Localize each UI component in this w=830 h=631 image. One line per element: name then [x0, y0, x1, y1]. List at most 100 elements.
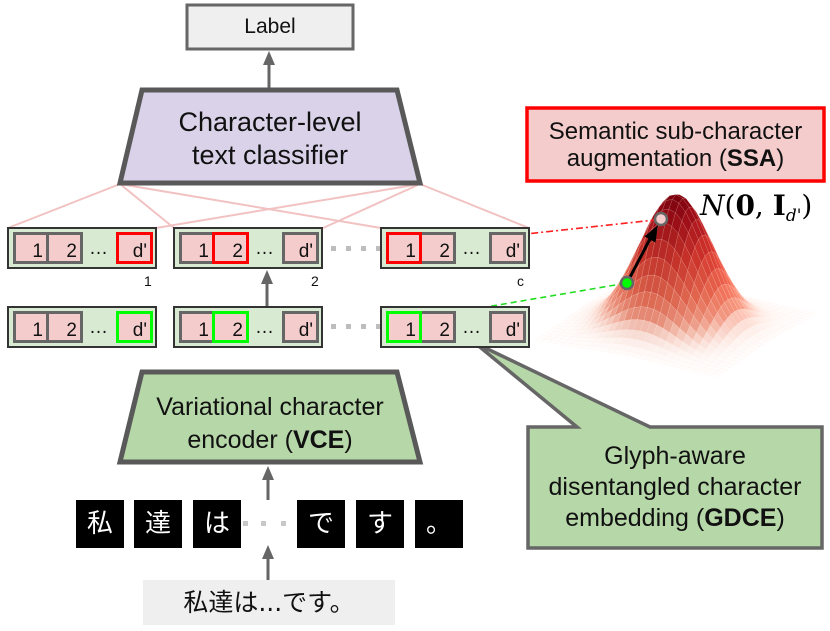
gaussian-surface-patch [555, 322, 568, 327]
gaussian-surface-patch [744, 298, 755, 302]
embedding-cell: 1 [13, 311, 49, 343]
gaussian-surface-patch [768, 320, 780, 326]
gaussian-surface-patch [754, 323, 766, 331]
gaussian-surface-patch [766, 307, 779, 312]
ellipsis: … [255, 238, 274, 259]
gaussian-surface-patch [577, 306, 589, 311]
gaussian-surface-patch [577, 333, 589, 338]
gaussian-surface-patch [639, 340, 650, 350]
gaussian-surface-patch [677, 365, 689, 371]
gaussian-surface-patch [763, 334, 775, 341]
gaussian-surface-patch [655, 353, 666, 361]
gaussian-surface-patch [570, 311, 582, 316]
gaussian-surface-patch [668, 357, 679, 364]
gaussian-surface-patch [582, 312, 594, 321]
connection-line [7, 183, 121, 229]
gaussian-surface-patch [744, 298, 755, 304]
character-glyph-image: で [297, 500, 345, 548]
arrow-head [261, 270, 273, 284]
gaussian-surface-patch [577, 340, 589, 346]
gaussian-surface-patch [606, 337, 618, 344]
gaussian-surface-patch [678, 355, 690, 363]
gaussian-surface-patch [779, 310, 791, 316]
gaussian-surface-patch [594, 299, 605, 306]
gaussian-surface-patch [729, 341, 741, 350]
gaussian-surface-patch [622, 344, 634, 352]
gaussian-surface-patch [704, 356, 716, 363]
gaussian-surface-patch [738, 351, 750, 358]
gaussian-surface-patch [616, 343, 627, 351]
gaussian-surface-patch [756, 308, 768, 313]
gaussian-surface-patch [768, 315, 781, 320]
arrow-head [263, 51, 275, 65]
cell-index: d' [132, 241, 147, 262]
gaussian-surface-patch [712, 348, 723, 357]
classifier-trapezoid [116, 87, 424, 186]
gaussian-surface-patch [570, 340, 582, 345]
character-glyph-image: は [193, 500, 241, 548]
vce-acronym: VCE [292, 426, 345, 454]
gaussian-surface-patch [551, 331, 563, 336]
gaussian-surface-patch [560, 342, 572, 347]
gaussian-surface-patch [757, 322, 769, 330]
connection-line [119, 183, 175, 229]
gaussian-surface-patch [758, 316, 770, 323]
gaussian-surface-patch [566, 314, 578, 319]
ssa-acronym: SSA [726, 144, 777, 172]
ssa-title: Semantic sub-character augmentation (SSA… [527, 108, 824, 181]
label-text: Label [244, 15, 296, 38]
character-embedding-vector: 1 2 … d' [173, 306, 323, 348]
gaussian-surface-patch [736, 334, 748, 343]
character-glyph-image: 。 [415, 500, 463, 548]
gdce-line-2: disentangled character [548, 473, 802, 501]
gaussian-surface-patch [664, 361, 676, 367]
gaussian-surface-patch [739, 342, 751, 350]
character-glyph-image: 私 [76, 500, 124, 548]
separator: , [754, 189, 773, 222]
gaussian-surface-patch [765, 311, 778, 316]
cell-index: d' [298, 241, 313, 262]
gaussian-surface-patch [609, 343, 621, 350]
gaussian-surface-patch [792, 314, 804, 319]
gaussian-surface-patch [591, 298, 603, 302]
cell-index: 1 [198, 241, 209, 262]
gaussian-surface-patch [714, 363, 726, 369]
cell-index: d' [298, 320, 313, 341]
ssa-box [525, 106, 826, 183]
gaussian-surface-patch [771, 324, 783, 330]
gaussian-surface-patch [572, 319, 584, 324]
gaussian-surface-patch [749, 343, 761, 350]
gaussian-surface-patch [786, 312, 798, 317]
gaussian-surface-patch [638, 354, 650, 361]
gaussian-surface-patch [688, 354, 700, 362]
gaussian-surface-patch [786, 307, 799, 312]
gaussian-surface-patch [742, 339, 754, 347]
gaussian-surface-patch [548, 327, 560, 332]
gaussian-surface-patch [730, 326, 741, 338]
gaussian-surface-patch [581, 328, 593, 334]
gaussian-surface-patch [779, 316, 791, 321]
gaussian-surface-patch [648, 351, 660, 359]
gaussian-surface-patch [740, 331, 751, 341]
gaussian-surface-patch [784, 323, 797, 329]
gaussian-surface-patch [587, 327, 599, 334]
gaussian-surface-patch [793, 308, 805, 313]
gaussian-surface-patch [642, 349, 653, 357]
gaussian-surface-patch [547, 339, 559, 344]
gaussian-surface-patch [613, 337, 625, 345]
gaussian-surface-patch [792, 319, 804, 325]
gaussian-surface-patch [743, 328, 755, 338]
cell-index: 1 [405, 241, 416, 262]
gaussian-surface-patch [753, 332, 765, 340]
gaussian-surface-patch [774, 323, 787, 328]
gaussian-surface-patch [590, 332, 602, 338]
gaussian-surface-patch [774, 329, 786, 335]
gaussian-surface-patch [679, 341, 690, 352]
paren-open: ( [724, 189, 736, 222]
gaussian-surface-patch [568, 323, 581, 328]
gaussian-surface-patch [722, 348, 733, 356]
gaussian-surface-patch [789, 310, 801, 315]
gaussian-surface-patch [564, 332, 576, 337]
gaussian-surface-patch [587, 305, 598, 312]
character-glyph-image: 達 [134, 500, 182, 548]
